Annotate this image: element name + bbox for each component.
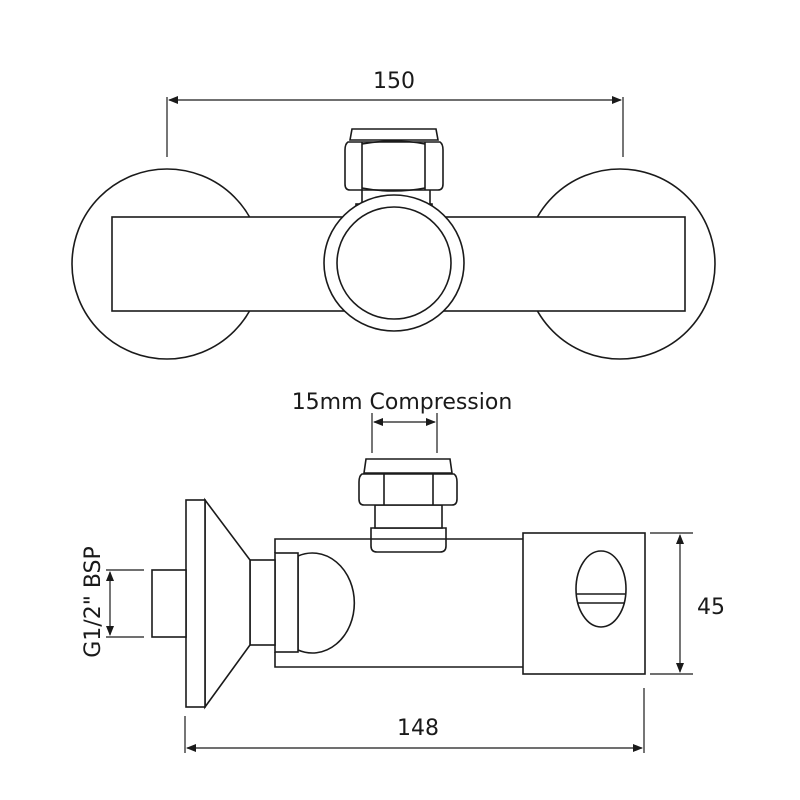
length-dimension-label: 148 (397, 716, 439, 741)
handle-slot (575, 550, 627, 628)
hex-nut (358, 473, 458, 506)
height-dimension-label: 45 (697, 595, 725, 620)
valve-ball (297, 552, 356, 654)
nut-cap (363, 458, 453, 474)
center-outlet-inner-ring (336, 206, 452, 320)
dimension-15mm: 15mm Compression (292, 390, 513, 453)
side-compression-nut (358, 458, 458, 553)
nut-collar (370, 527, 447, 553)
body-nut (274, 552, 299, 653)
inlet-thread-stub (151, 569, 187, 638)
side-view: 15mm Compression G1/2" BSP (81, 390, 725, 753)
outlet-thread-label: G1/2" BSP (81, 546, 106, 658)
dimension-148: 148 (184, 688, 645, 753)
dimension-45: 45 (650, 532, 725, 675)
nut-cap (349, 128, 439, 141)
dimension-thread: G1/2" BSP (81, 546, 144, 658)
flange-cone (204, 497, 251, 710)
nut-pipe (374, 504, 443, 529)
width-dimension-label: 150 (373, 69, 415, 94)
hex-nut (344, 141, 444, 191)
top-view: 150 (71, 69, 716, 360)
body-step (249, 559, 276, 646)
valve-body (274, 538, 523, 668)
inlet-connection-label: 15mm Compression (292, 390, 513, 415)
wall-plate (185, 499, 206, 708)
dimension-150: 150 (166, 69, 624, 157)
